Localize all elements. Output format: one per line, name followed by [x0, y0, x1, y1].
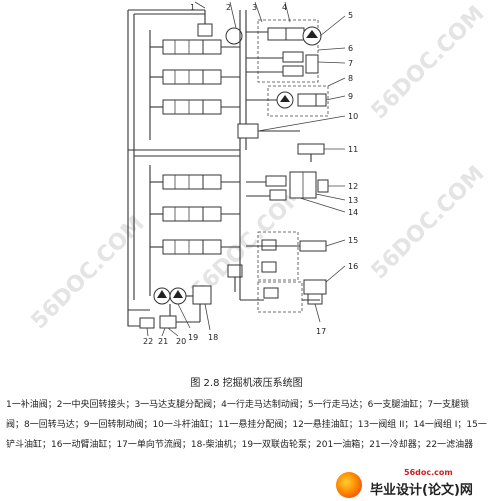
- part-number-labels: 1 2 3 4 5 6 7 8 9 10 11 12 13 14 15 16 1…: [143, 3, 358, 346]
- label-20: 20: [176, 337, 186, 346]
- watermark-text: 56DOC.COM: [367, 161, 490, 284]
- figure-caption: 图 2.8 挖掘机液压系统图: [190, 378, 303, 389]
- label-6: 6: [348, 44, 353, 53]
- figure-legend: 1一补油阀；2一中央回转接头；3一马达支腿分配阀；4一行走马达制动阀；5一行走马…: [6, 400, 487, 450]
- upper-right-module: [246, 19, 322, 83]
- label-19: 19: [188, 333, 198, 342]
- central-rotary-joint: [197, 10, 247, 300]
- label-5: 5: [348, 11, 353, 20]
- label-21: 21: [158, 337, 168, 346]
- valve-stack-upper: [149, 30, 240, 140]
- valve-stack-lower: [149, 165, 243, 292]
- brand-name-text: 毕业设计(论文)网: [370, 483, 473, 498]
- label-14: 14: [348, 208, 358, 217]
- swing-motor-module: [246, 85, 329, 117]
- boom-cylinder-module: [240, 279, 327, 313]
- cylinder-module-mid: [237, 123, 325, 162]
- label-4: 4: [282, 3, 287, 12]
- label-7: 7: [348, 59, 353, 68]
- label-12: 12: [348, 182, 358, 191]
- label-13: 13: [348, 196, 358, 205]
- leader-lines: [146, 1, 346, 337]
- bucket-cylinder-module: [246, 231, 327, 281]
- label-1: 1: [190, 3, 195, 12]
- label-18: 18: [208, 333, 218, 342]
- brand-site-text: 56doc.com: [404, 468, 453, 477]
- label-16: 16: [348, 262, 358, 271]
- label-3: 3: [252, 3, 257, 12]
- label-2: 2: [226, 3, 231, 12]
- label-22: 22: [143, 337, 153, 346]
- tank-module: [127, 304, 201, 329]
- cylinder-module-right: [246, 171, 329, 201]
- watermark-text: 56DOC.COM: [27, 211, 150, 334]
- label-10: 10: [348, 112, 358, 121]
- label-9: 9: [348, 92, 353, 101]
- brand-logo-icon: [336, 472, 362, 498]
- label-17: 17: [316, 327, 326, 336]
- site-brand: 56doc.com 毕业设计(论文)网: [330, 466, 490, 500]
- watermark-text: 56DOC.COM: [367, 1, 490, 124]
- label-8: 8: [348, 74, 353, 83]
- label-11: 11: [348, 145, 358, 154]
- label-15: 15: [348, 236, 358, 245]
- hydraulic-schematic: 56DOC.COM 56DOC.COM 56DOC.COM 56DOC.COM: [27, 1, 490, 346]
